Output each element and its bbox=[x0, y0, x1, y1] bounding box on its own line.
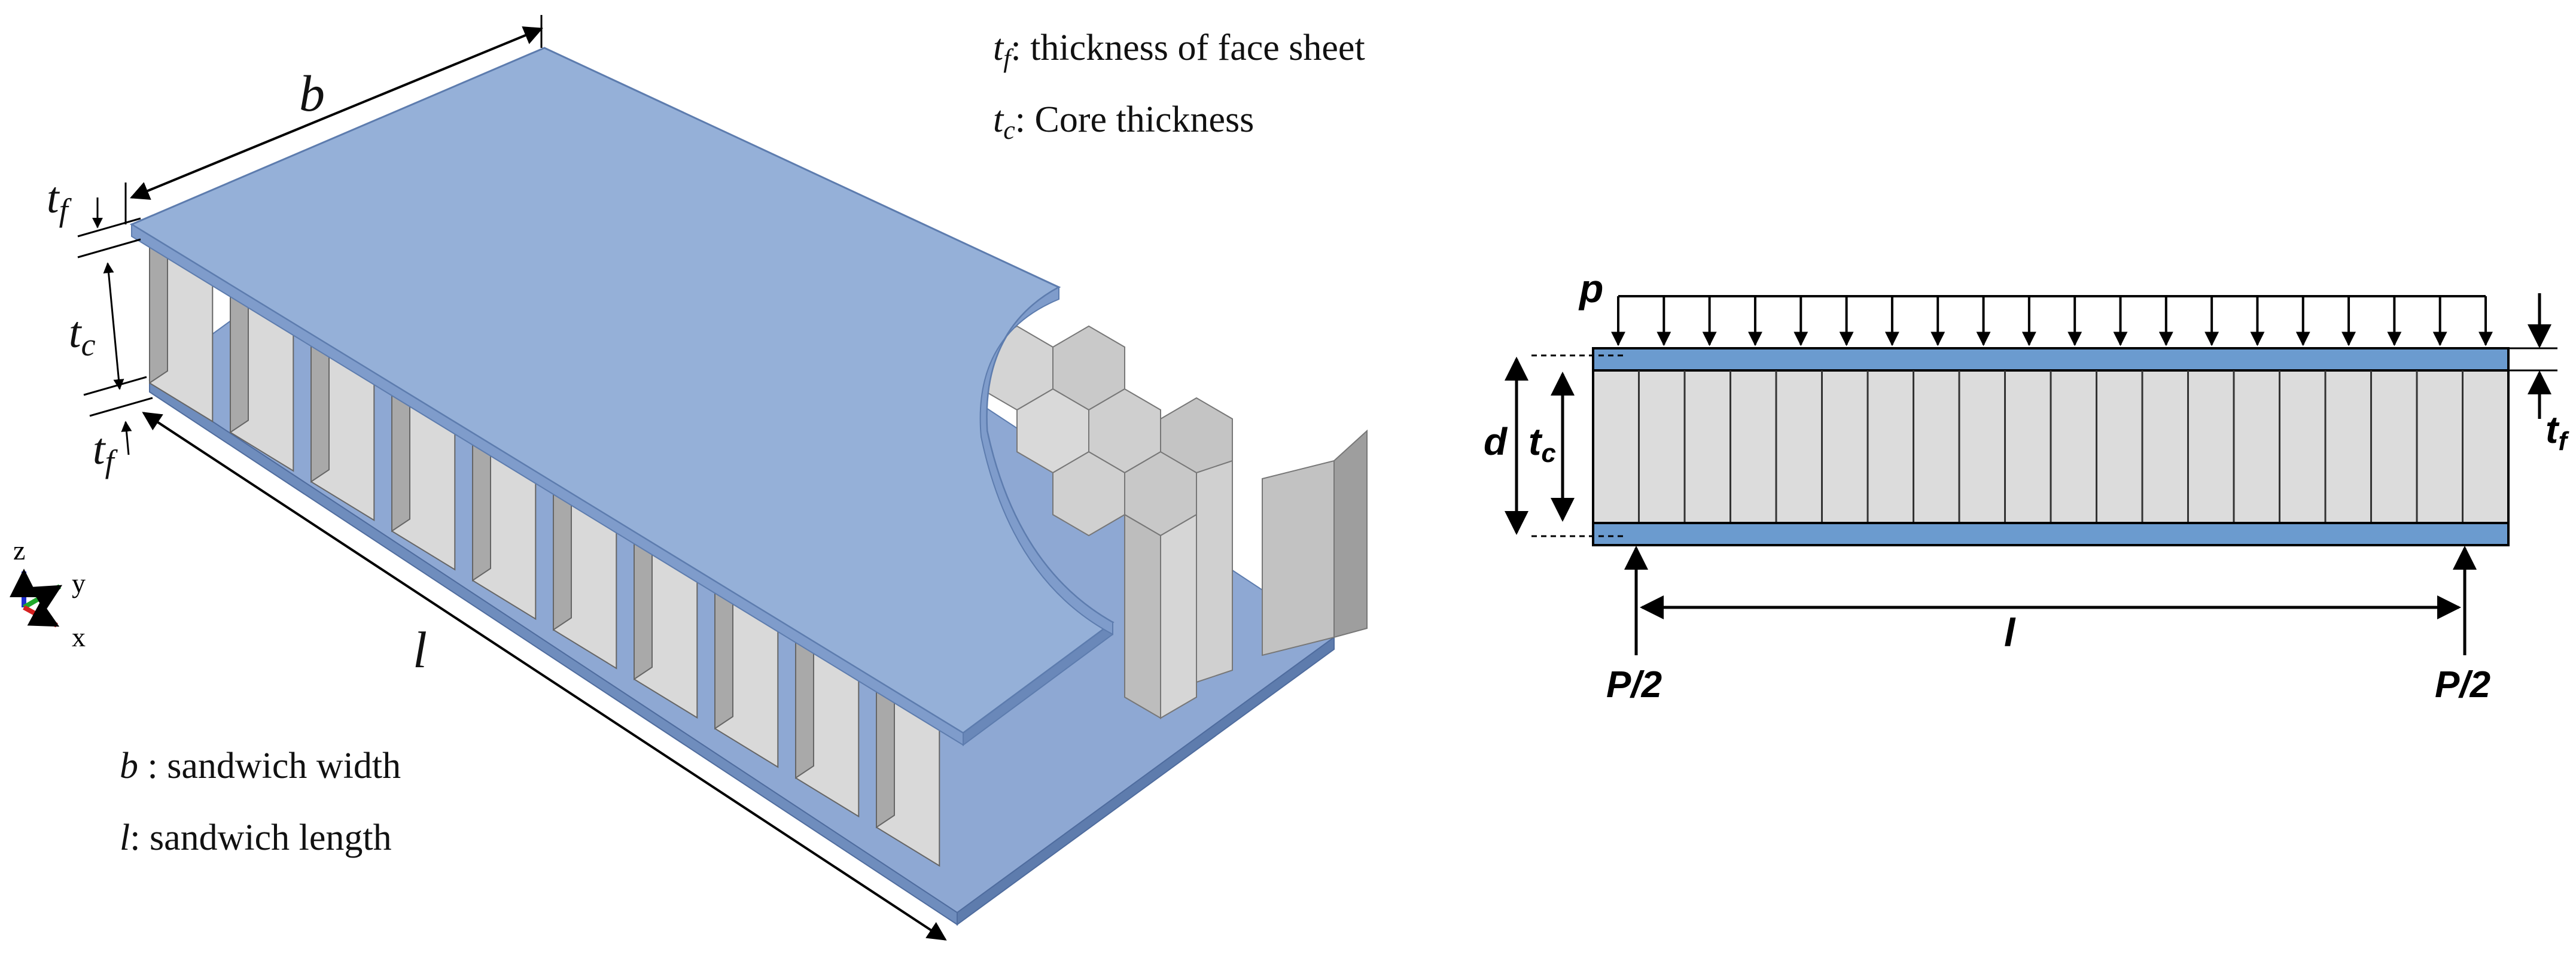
span-l-label: l bbox=[2004, 610, 2016, 655]
legend-top: tf: thickness of face sheet tc: Core thi… bbox=[993, 28, 1365, 145]
axis-z-label: z bbox=[13, 535, 25, 565]
load-p-label: p bbox=[1578, 266, 1603, 311]
beam-diagram: p d tc tf P/2 P/2 l bbox=[1484, 266, 2569, 706]
axes-triad: z y x bbox=[9, 535, 86, 652]
honeycomb-exposed bbox=[981, 325, 1368, 719]
axis-x-label: x bbox=[72, 622, 86, 652]
beam-core-cells bbox=[1638, 370, 2464, 523]
axis-y-label: y bbox=[72, 568, 86, 598]
tc-beam-label: tc bbox=[1528, 420, 1556, 468]
tf-top-label: tf bbox=[47, 174, 72, 228]
tc-label: tc bbox=[69, 308, 96, 363]
bottom-face-sheet-side bbox=[957, 636, 1335, 926]
svg-text:l: sandwich length: l: sandwich length bbox=[120, 817, 392, 858]
iso-panel: b l tf tc tf z y x bbox=[9, 15, 1368, 941]
svg-text:tf: thickness of face sheet: tf: thickness of face sheet bbox=[993, 28, 1365, 73]
load-arrows bbox=[1611, 296, 2493, 346]
legend-bottom: b : sandwich width l: sandwich length bbox=[120, 746, 401, 858]
dim-b-label: b bbox=[299, 65, 325, 122]
top-face-sheet-cutout-edge bbox=[979, 286, 1113, 636]
dim-l-label: l bbox=[413, 621, 427, 679]
d-label: d bbox=[1484, 420, 1508, 463]
right-reaction-label: P/2 bbox=[2435, 664, 2490, 706]
svg-text:b : sandwich width: b : sandwich width bbox=[120, 746, 401, 786]
beam-bottom-face bbox=[1592, 522, 2510, 546]
left-reaction-label: P/2 bbox=[1606, 664, 1662, 706]
tf-bottom-label: tf bbox=[93, 425, 118, 479]
tf-beam-label: tf bbox=[2545, 408, 2569, 456]
beam-top-face bbox=[1592, 347, 2510, 372]
svg-text:tc: Core thickness: tc: Core thickness bbox=[993, 99, 1254, 145]
